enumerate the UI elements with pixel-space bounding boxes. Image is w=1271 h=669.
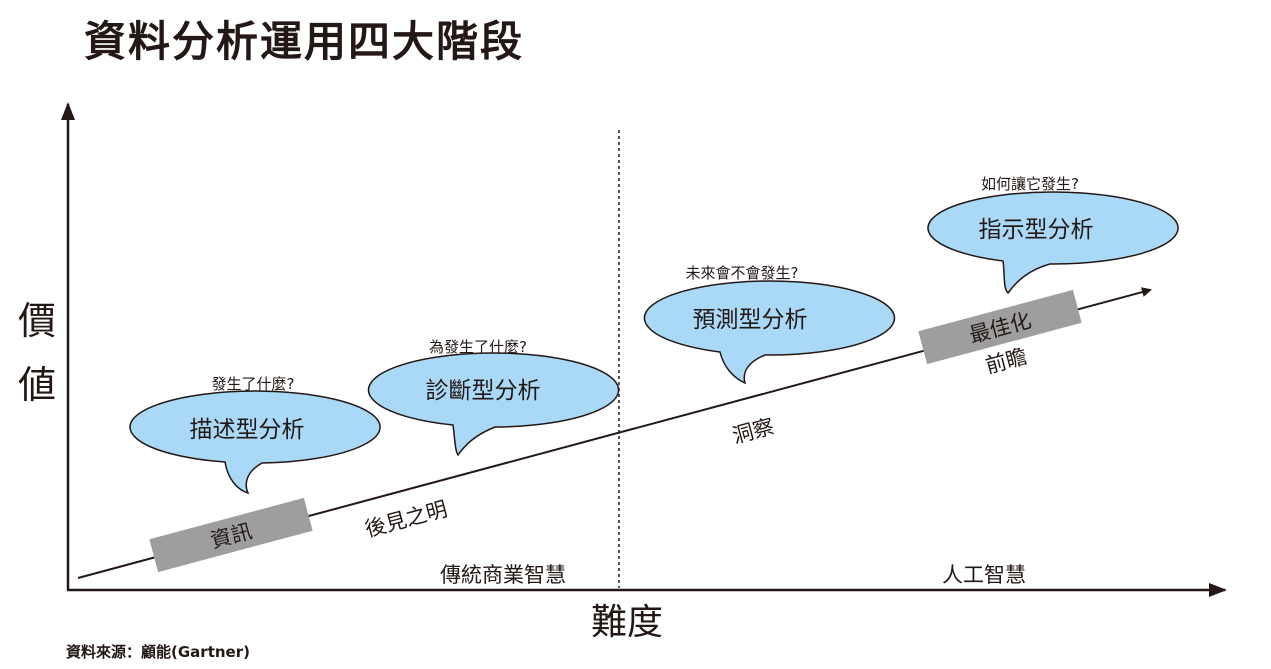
foresight-label: 前瞻: [983, 344, 1030, 378]
source-note: 資料來源：顧能(Gartner): [66, 643, 250, 661]
stage-question: 如何讓它發生?: [981, 175, 1079, 193]
stage-question: 未來會不會發生?: [686, 264, 799, 282]
stage-prescriptive: 如何讓它發生? 指示型分析: [927, 175, 1179, 295]
y-axis-label-1: 價: [18, 299, 56, 343]
stage-predictive: 未來會不會發生? 預測型分析: [643, 264, 896, 385]
region-right-label: 人工智慧: [942, 563, 1026, 587]
info-box: 資訊: [149, 497, 313, 573]
stage-descriptive: 發生了什麼? 描述型分析: [129, 375, 381, 495]
stage-question: 為發生了什麼?: [429, 338, 527, 356]
stage-question: 發生了什麼?: [212, 375, 295, 393]
region-left-label: 傳統商業智慧: [440, 563, 566, 587]
stage-name: 指示型分析: [979, 217, 1094, 243]
y-axis-label-2: 値: [18, 363, 56, 407]
hindsight-label: 後見之明: [363, 497, 450, 542]
insight-label: 洞察: [730, 414, 777, 448]
stage-name: 診斷型分析: [426, 378, 541, 404]
stage-name: 描述型分析: [190, 417, 305, 443]
page-title: 資料分析運用四大階段: [84, 17, 524, 66]
stage-diagnostic: 為發生了什麼? 診斷型分析: [367, 338, 620, 457]
x-axis-label: 難度: [591, 602, 663, 643]
stage-name: 預測型分析: [693, 307, 808, 333]
